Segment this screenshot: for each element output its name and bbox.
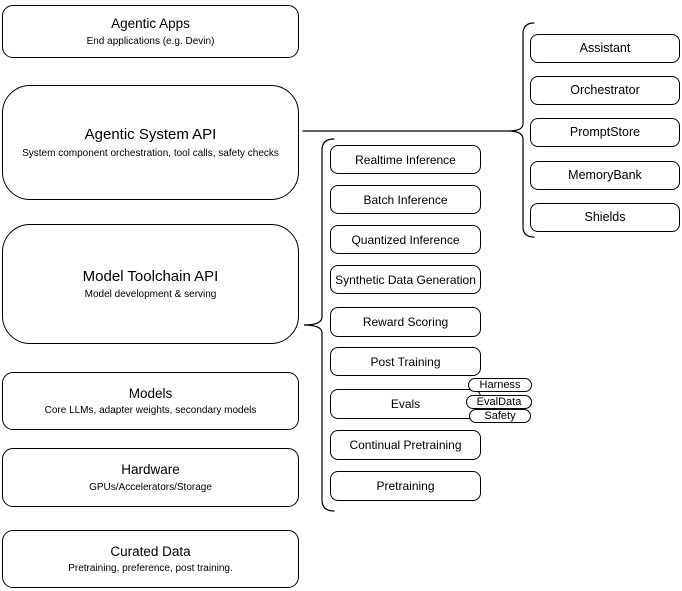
node-subtitle: Pretraining, preference, post training. [68, 563, 233, 575]
node-curated-data: Curated Data Pretraining, preference, po… [2, 530, 299, 588]
evals-tag-harness: Harness [468, 378, 532, 392]
toolchain-item-reward-scoring: Reward Scoring [330, 307, 481, 337]
toolchain-item-realtime-inference: Realtime Inference [330, 145, 481, 174]
toolchain-item-evals: Evals [330, 389, 481, 419]
toolchain-item-pretraining: Pretraining [330, 471, 481, 501]
node-subtitle: System component orchestration, tool cal… [22, 147, 279, 159]
component-assistant: Assistant [530, 34, 680, 63]
component-memorybank: MemoryBank [530, 161, 680, 190]
node-title: Agentic System API [84, 126, 217, 144]
toolchain-bracket [303, 138, 335, 512]
node-model-toolchain-api: Model Toolchain API Model development & … [2, 224, 299, 344]
node-agentic-apps: Agentic Apps End applications (e.g. Devi… [2, 5, 299, 58]
component-shields: Shields [530, 203, 680, 232]
node-title: Agentic Apps [111, 16, 190, 32]
node-agentic-system-api: Agentic System API System component orch… [2, 85, 299, 200]
toolchain-item-quantized-inference: Quantized Inference [330, 225, 481, 254]
system-components-bracket [507, 22, 535, 238]
toolchain-item-continual-pretraining: Continual Pretraining [330, 430, 481, 460]
node-subtitle: Model development & serving [84, 289, 217, 301]
component-orchestrator: Orchestrator [530, 76, 680, 105]
component-promptstore: PromptStore [530, 118, 680, 147]
node-title: Model Toolchain API [82, 267, 219, 285]
node-subtitle: GPUs/Accelerators/Storage [89, 481, 212, 493]
node-models: Models Core LLMs, adapter weights, secon… [2, 372, 299, 430]
toolchain-item-batch-inference: Batch Inference [330, 185, 481, 214]
node-subtitle: Core LLMs, adapter weights, secondary mo… [44, 405, 257, 417]
node-title: Curated Data [110, 543, 191, 559]
node-title: Models [128, 385, 173, 401]
toolchain-item-synthetic-data-generation: Synthetic Data Generation [330, 265, 481, 294]
node-title: Hardware [121, 462, 180, 478]
node-hardware: Hardware GPUs/Accelerators/Storage [2, 448, 299, 507]
toolchain-item-post-training: Post Training [330, 347, 481, 376]
evals-tag-safety: Safety [469, 409, 531, 423]
node-subtitle: End applications (e.g. Devin) [86, 35, 215, 47]
evals-tag-evaldata: EvalData [466, 395, 532, 409]
